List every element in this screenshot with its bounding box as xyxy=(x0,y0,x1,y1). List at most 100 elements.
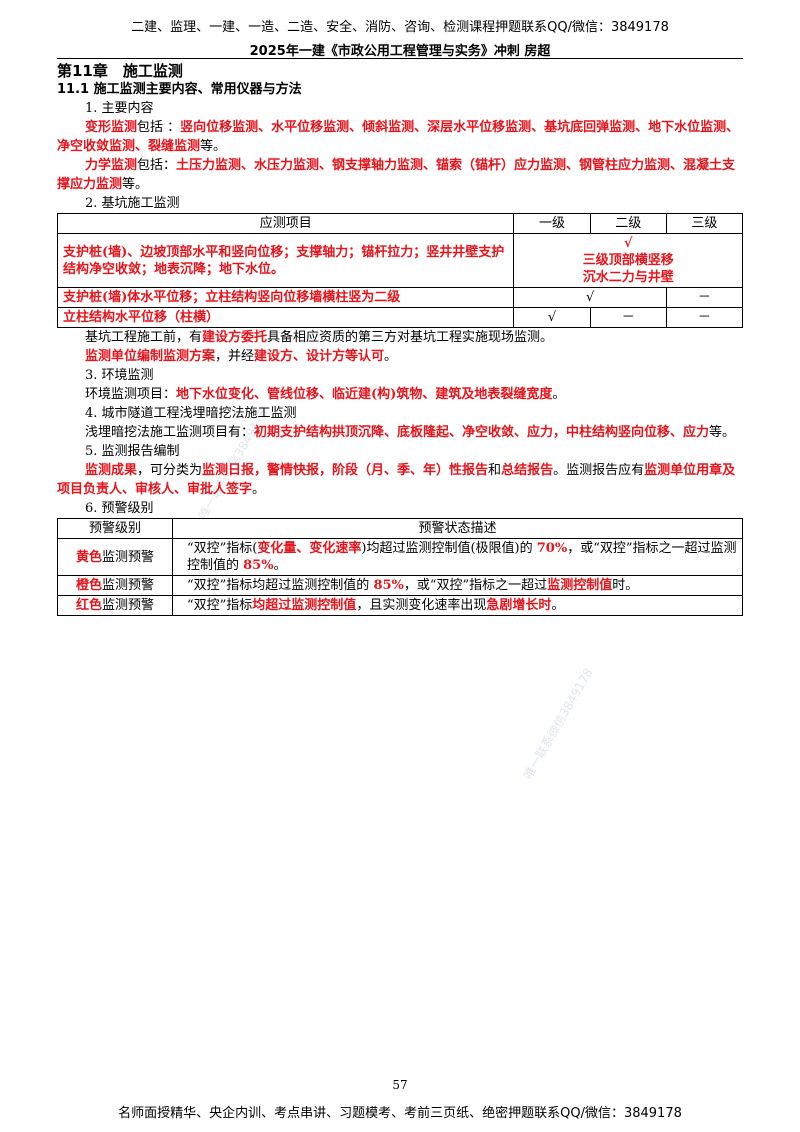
page-content: 第11章 施工监测 11.1 施工监测主要内容、常用仪器与方法 1. 主要内容 … xyxy=(56,61,744,616)
text-run: 。监测报告应有 xyxy=(553,463,645,478)
deform-mid: 包括 ： xyxy=(137,120,181,135)
text-run: )均超过监测控制值(极限值)的 xyxy=(361,541,537,556)
text-run: “双控”指标 xyxy=(187,598,253,613)
text-run: 建设方委托 xyxy=(202,330,268,345)
text-run: 等。 xyxy=(709,425,736,440)
section-title: 11.1 施工监测主要内容、常用仪器与方法 xyxy=(57,82,302,97)
text-run: 监测控制值 xyxy=(547,578,613,593)
header-course-title: 2025年一建《市政公用工程管理与实务》冲刺 房超 xyxy=(249,44,551,59)
text-run: 地下水位变化、管线位移、临近建(构)筑物、建筑及地表裂缝宽度 xyxy=(176,387,553,402)
subsection-main-content: 1. 主要内容 xyxy=(85,101,154,116)
table-header-cell: 三级 xyxy=(665,213,744,234)
deformation-monitoring-paragraph: 变形监测包括 ：竖向位移监测、水平位移监测、倾斜监测、深层水平位移监测、基坑底回… xyxy=(57,118,743,156)
header-contact-line: 二建、监理、一建、一造、二造、安全、消防、咨询、检测课程押题联系QQ/微信：38… xyxy=(131,20,669,35)
deform-items: 竖向位移监测、水平位移监测、倾斜监测、深层水平位移监测、基坑底回弹监测、地下水位… xyxy=(57,120,740,154)
force-items: 土压力监测、水压力监测、钢支撑轴力监测、锚索（锚杆）应力监测、钢管柱应力监测、混… xyxy=(57,158,736,192)
watermark-right: 唯一联系微信3849178 xyxy=(520,665,596,782)
text-run: 70% xyxy=(536,541,568,556)
text-run: 环境监测项目： xyxy=(85,387,177,402)
force-label: 力学监测 xyxy=(85,158,138,173)
force-mid: 包括： xyxy=(137,158,177,173)
text-run: 建设方、设计方等认可 xyxy=(254,349,385,364)
header-rule xyxy=(57,58,743,59)
report-paragraph: 监测成果，可分类为监测日报，警情快报，阶段（月、季、年）性报告和总结报告。监测报… xyxy=(57,461,743,499)
warning-level-table: 预警级别 预警状态描述 黄色监测预警 “双控”指标(变化量、变化速率)均超过监测… xyxy=(57,518,743,616)
text-run: 监测成果 xyxy=(85,463,138,478)
pit-monitoring-note-2: 监测单位编制监测方案，并经建设方、设计方等认可。 xyxy=(57,347,743,366)
text-run: 。 xyxy=(384,349,398,364)
table-cell-merged: √ 三级顶部横竖移 沉水二力与井壁 xyxy=(513,233,743,288)
pit-monitoring-note-1: 基坑工程施工前，有建设方委托具备相应资质的第三方对基坑工程实施现场监测。 xyxy=(57,328,743,347)
text-run: ，且实测变化速率出现 xyxy=(356,598,487,613)
check-mark: √ xyxy=(623,236,633,251)
text-run: 时。 xyxy=(612,578,639,593)
mnemonic-line2: 沉水二力与井壁 xyxy=(582,270,674,285)
subsection-environment: 3. 环境监测 xyxy=(85,368,154,383)
text-run: 变化量、变化速率 xyxy=(257,541,362,556)
text-run: 基坑工程施工前，有 xyxy=(85,330,203,345)
tunnel-paragraph: 浅埋暗挖法施工监测项目有：初期支护结构拱顶沉降、底板隆起、净空收敛、应力，中柱结… xyxy=(57,423,743,442)
text-run: 。 xyxy=(273,558,287,573)
table-header-cell: 应测项目 xyxy=(56,213,515,234)
text-run: 总结报告 xyxy=(501,463,554,478)
foundation-pit-table: 应测项目 一级 二级 三级 支护桩(墙)、边坡顶部水平和竖向位移；支撑轴力；锚杆… xyxy=(56,213,744,328)
text-run: 黄色 xyxy=(75,549,102,565)
table-cell: 支护桩(墙)体水平位移；立柱结构竖向位移墙横柱竖为二级 xyxy=(56,287,515,308)
text-run: 监测预警 xyxy=(102,578,155,593)
text-run: 。 xyxy=(252,482,266,497)
table-row: 支护桩(墙)体水平位移；立柱结构竖向位移墙横柱竖为二级 √ － xyxy=(56,287,744,308)
mnemonic-line1: 三级顶部横竖移 xyxy=(582,253,674,268)
chapter-title: 第11章 施工监测 xyxy=(57,62,183,80)
text-run: ，或“双控”指标之一超过 xyxy=(403,578,548,593)
table-row-yellow: 黄色监测预警 “双控”指标(变化量、变化速率)均超过监测控制值(极限值)的 70… xyxy=(57,538,743,576)
subsection-tunnel: 4. 城市隧道工程浅埋暗挖法施工监测 xyxy=(85,406,297,421)
force-monitoring-paragraph: 力学监测包括：土压力监测、水压力监测、钢支撑轴力监测、锚索（锚杆）应力监测、钢管… xyxy=(57,156,743,194)
text-run: 85% xyxy=(243,558,274,573)
table-cell: 支护桩(墙)、边坡顶部水平和竖向位移；支撑轴力；锚杆拉力；竖井井壁支护结构净空收… xyxy=(56,233,515,288)
text-run: “双控”指标( xyxy=(187,541,258,556)
text-run: 初期支护结构拱顶沉降、底板隆起、净空收敛、应力，中柱结构竖向位移、应力 xyxy=(254,425,710,440)
table-header-cell: 预警状态描述 xyxy=(172,518,743,539)
table-row-red: 红色监测预警 “双控”指标均超过监测控制值，且实测变化速率出现急剧增长时。 xyxy=(57,595,743,616)
text-run: 和 xyxy=(488,463,502,478)
text-run: “双控”指标均超过监测控制值的 xyxy=(187,578,374,593)
table-header-row: 应测项目 一级 二级 三级 xyxy=(56,213,744,234)
page-number: 57 xyxy=(392,1078,408,1092)
table-cell: √ xyxy=(513,287,667,308)
text-run: 85% xyxy=(373,578,404,593)
table-cell: － xyxy=(665,287,744,308)
text-run: 。 xyxy=(551,598,565,613)
force-end: 等。 xyxy=(122,177,149,192)
deform-end: 等。 xyxy=(200,139,227,154)
table-header-cell: 预警级别 xyxy=(57,518,173,539)
table-header-cell: 一级 xyxy=(513,213,591,234)
description-cell: “双控”指标均超过监测控制值，且实测变化速率出现急剧增长时。 xyxy=(172,595,743,616)
text-run: ，并经 xyxy=(215,349,255,364)
text-run: 监测单位编制监测方案 xyxy=(85,349,216,364)
table-row: 立柱结构水平位移（柱横） √ － － xyxy=(56,307,744,328)
text-run: 急剧增长时 xyxy=(486,598,552,613)
text-run: 橙色 xyxy=(75,578,102,593)
text-run: ，或“双控”指标之一超过监测控制值的 xyxy=(187,541,737,573)
text-run: 监测预警 xyxy=(102,598,155,613)
table-header-cell: 二级 xyxy=(589,213,667,234)
text-run: 监测单位用章及项目负责人、审核人、审批人签字 xyxy=(57,463,736,497)
subsection-report: 5. 监测报告编制 xyxy=(85,444,180,459)
table-cell: － xyxy=(589,307,667,328)
description-cell: “双控”指标(变化量、变化速率)均超过监测控制值(极限值)的 70%，或“双控”… xyxy=(172,538,743,576)
table-cell: √ xyxy=(513,307,591,328)
table-row-orange: 橙色监测预警 “双控”指标均超过监测控制值的 85%，或“双控”指标之一超过监测… xyxy=(57,575,743,596)
text-run: ，可分类为 xyxy=(137,463,203,478)
subsection-foundation-pit: 2. 基坑施工监测 xyxy=(85,196,180,211)
text-run: 浅埋暗挖法施工监测项目有： xyxy=(85,425,255,440)
deform-label: 变形监测 xyxy=(85,120,138,135)
text-run: 监测日报，警情快报，阶段（月、季、年）性报告 xyxy=(202,463,489,478)
table-row: 支护桩(墙)、边坡顶部水平和竖向位移；支撑轴力；锚杆拉力；竖井井壁支护结构净空收… xyxy=(56,233,743,288)
text-run: 均超过监测控制值 xyxy=(252,598,357,613)
table-cell: 立柱结构水平位移（柱横） xyxy=(56,307,515,328)
level-cell: 红色监测预警 xyxy=(57,595,173,616)
table-header-row: 预警级别 预警状态描述 xyxy=(57,518,743,539)
level-cell: 黄色监测预警 xyxy=(57,538,173,576)
footer-contact-line: 名师面授精华、央企内训、考点串讲、习题模考、考前三页纸、绝密押题联系QQ/微信：… xyxy=(118,1106,682,1121)
table-cell: － xyxy=(665,307,744,328)
